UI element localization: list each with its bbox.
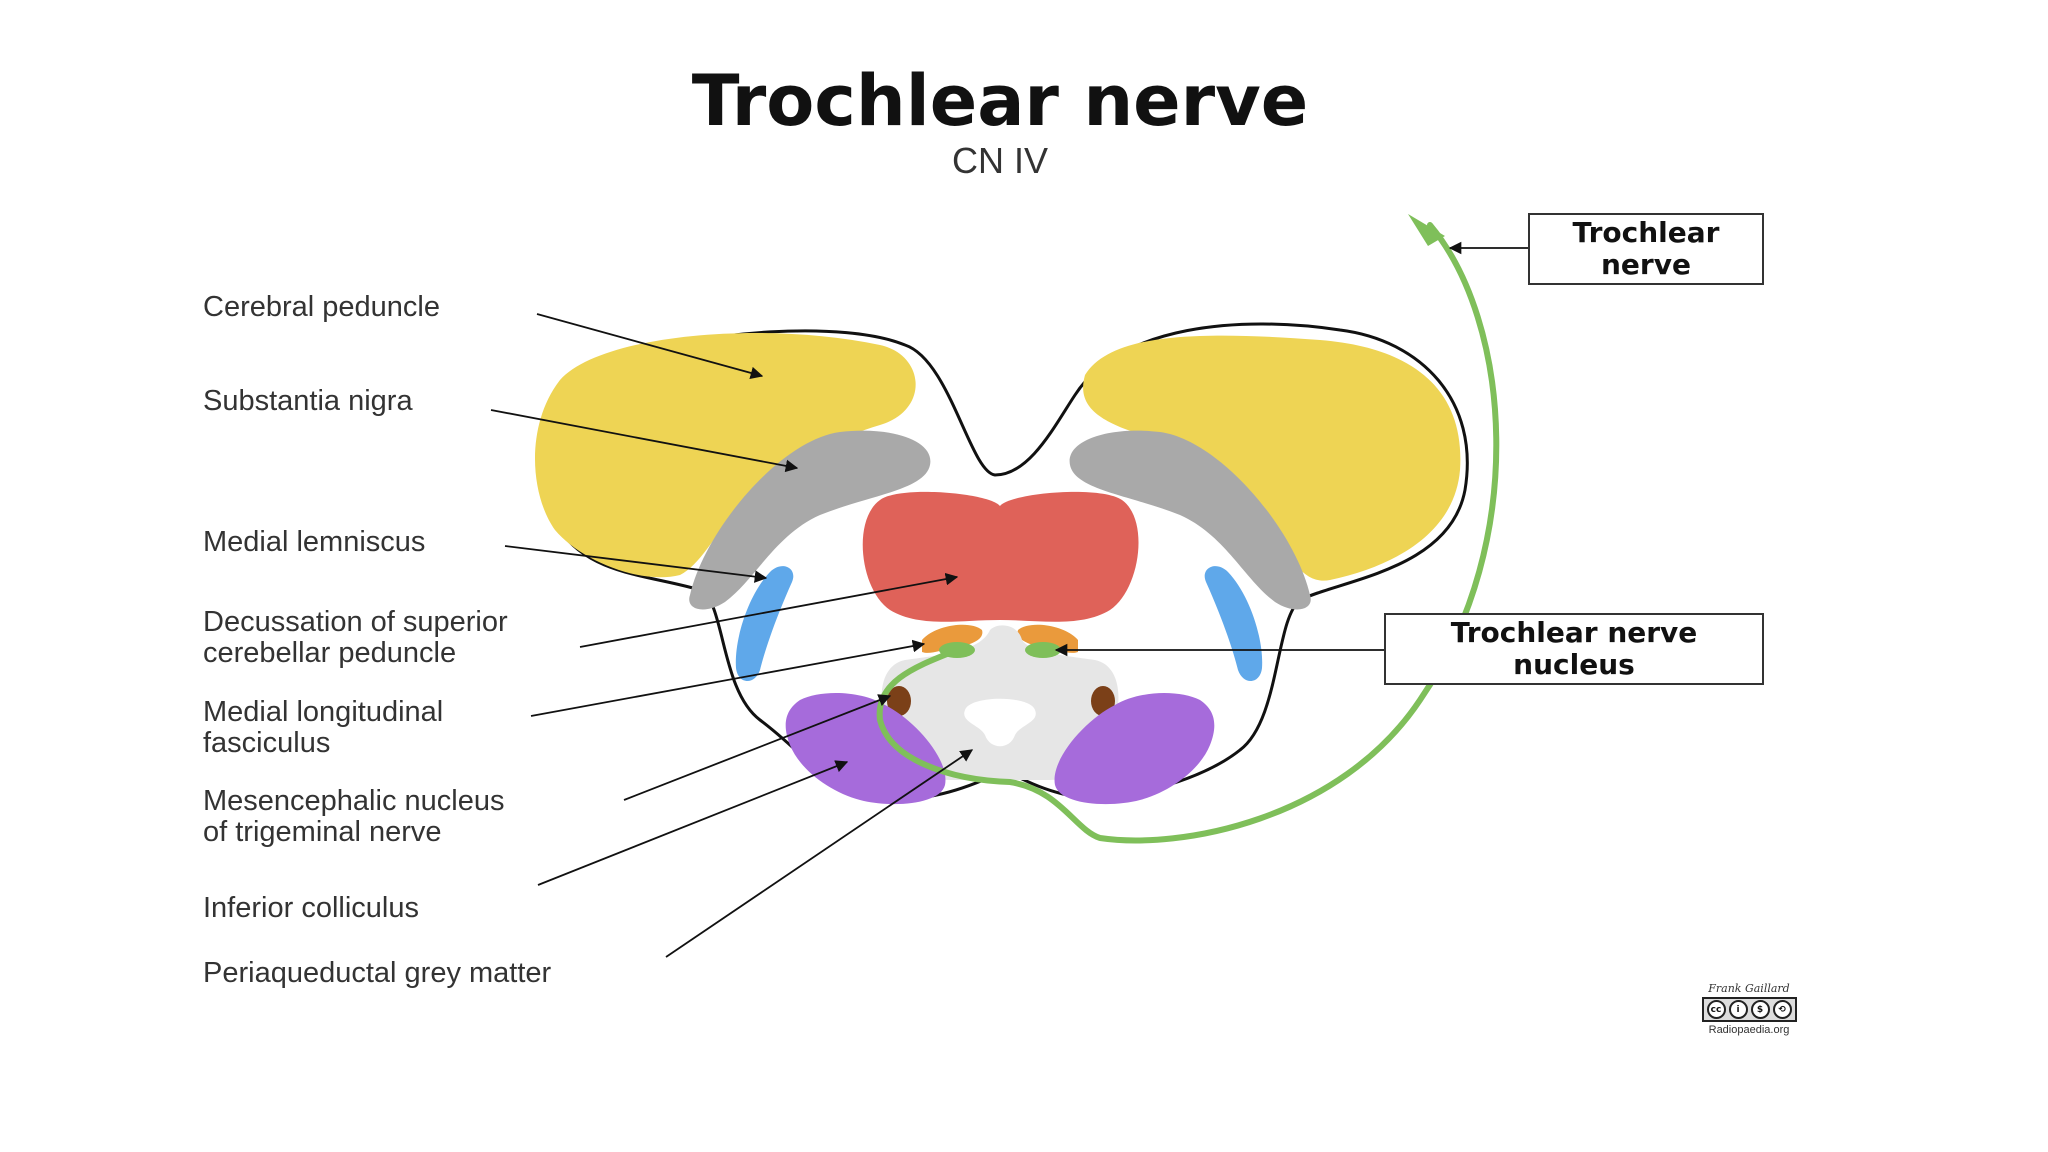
leader-medial-lemniscus [504, 545, 768, 583]
cc-license-badge: cc i $ ⟲ [1701, 997, 1797, 1022]
mesencephalic-nucleus-left [887, 686, 911, 716]
credit-site: Radiopaedia.org [1708, 1024, 1790, 1036]
leader-substantia-nigra [490, 409, 799, 473]
leader-decussation [579, 572, 959, 648]
substantia-nigra-left [689, 430, 931, 610]
label-decussation: Decussation of superior cerebellar pedun… [203, 607, 508, 669]
leader-mlf [530, 639, 926, 717]
label-mesencephalic-line1: Mesencephalic nucleus [203, 785, 505, 817]
trochlear-nerve-path [876, 222, 1500, 844]
label-mlf: Medial longitudinal fasciculus [203, 697, 443, 759]
leader-periaqueductal [665, 749, 974, 958]
label-decussation-line2: cerebellar peduncle [203, 637, 457, 669]
label-mesencephalic-line2: of trigeminal nerve [203, 816, 442, 848]
label-periaqueductal: Periaqueductal grey matter [203, 958, 551, 989]
diagram-title: Trochlear nerve [691, 60, 1309, 142]
box-trochlear-nucleus: Trochlear nerve nucleus [1384, 613, 1764, 685]
credit-author: Frank Gaillard [1708, 982, 1790, 995]
cc-icon: cc [1706, 1000, 1726, 1019]
label-substantia-nigra-text: Substantia nigra [203, 385, 413, 417]
medial-lemniscus-left [735, 566, 794, 682]
label-decussation-line1: Decussation of superior [203, 606, 508, 638]
sa-icon: ⟲ [1772, 1000, 1792, 1019]
mlf-left [922, 624, 983, 653]
box-trochlear-nerve-line2: nerve [1601, 248, 1691, 281]
leader-mesencephalic [623, 694, 892, 801]
label-substantia-nigra: Substantia nigra [203, 386, 413, 417]
diagram-subtitle: CN IV [951, 140, 1048, 181]
nc-icon: $ [1750, 1000, 1770, 1019]
substantia-nigra-right [1069, 430, 1311, 610]
box-trochlear-nerve: Trochlear nerve [1528, 213, 1764, 285]
label-mlf-line1: Medial longitudinal [203, 696, 444, 728]
trochlear-nucleus-right [1025, 642, 1061, 658]
label-inferior-colliculus-text: Inferior colliculus [203, 892, 419, 924]
label-mlf-line2: fasciculus [203, 727, 331, 759]
trochlear-nerve-arrowhead [1408, 214, 1445, 246]
label-cerebral-peduncle-text: Cerebral peduncle [203, 291, 440, 323]
medial-lemniscus-right [1204, 566, 1263, 682]
label-mesencephalic: Mesencephalic nucleus of trigeminal nerv… [203, 786, 504, 848]
leader-cerebral-peduncle [536, 313, 764, 380]
license-credit: Frank Gaillard cc i $ ⟲ Radiopaedia.org [1684, 982, 1814, 1036]
box-trochlear-nerve-line1: Trochlear [1572, 216, 1720, 249]
cerebral-aqueduct [964, 698, 1036, 747]
cerebral-peduncle-right [1083, 335, 1461, 581]
leader-inferior-colliculus [537, 760, 849, 886]
label-cerebral-peduncle: Cerebral peduncle [203, 292, 440, 323]
label-inferior-colliculus: Inferior colliculus [203, 893, 419, 924]
label-medial-lemniscus-text: Medial lemniscus [203, 526, 426, 558]
decussation-scp [862, 491, 1139, 622]
label-periaqueductal-text: Periaqueductal grey matter [203, 957, 552, 989]
box-trochlear-nucleus-line1: Trochlear nerve [1450, 616, 1698, 649]
inferior-colliculus-right [1054, 693, 1215, 805]
box-trochlear-nucleus-line2: nucleus [1513, 648, 1635, 681]
by-icon: i [1728, 1000, 1748, 1019]
label-medial-lemniscus: Medial lemniscus [203, 527, 425, 558]
